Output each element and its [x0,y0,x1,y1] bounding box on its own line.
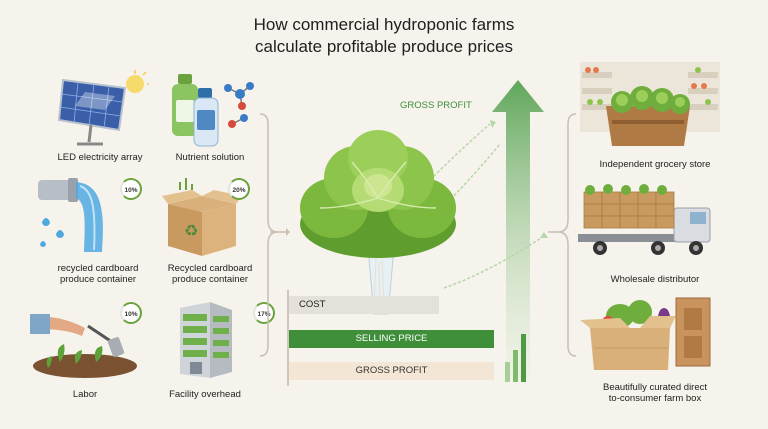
gross-profit-label: GROSS PROFIT [355,365,428,376]
input-label-cardboard-2: Recycled cardboard produce container [167,263,253,285]
output-label-grocery: Independent grocery store [599,159,711,170]
lettuce-icon [296,128,461,323]
gross-profit-bar: GROSS PROFIT [289,362,494,380]
output-bracket [548,110,578,360]
percent-badge: 10% [120,178,142,200]
water-pipe-icon [28,172,138,257]
gross-profit-arrow [478,78,558,378]
percent-badge: 17% [253,302,275,324]
farm-box-icon [580,292,720,374]
grocery-store-icon [580,62,720,154]
input-label-cardboard-1: recycled cardboard produce container [57,263,139,285]
svg-text:♻: ♻ [184,221,198,240]
delivery-truck-icon [578,184,726,264]
output-label-wholesale: Wholesale distributor [610,274,700,285]
selling-price-label: SELLING PRICE [355,333,428,344]
nutrient-bottles-icon [168,72,258,150]
page-title: How commercial hydroponic farms calculat… [253,15,515,56]
cardboard-box-icon: ♻ [162,178,242,260]
cost-label: COST [299,299,326,310]
selling-price-bar: SELLING PRICE [289,330,494,348]
labor-gardening-icon [30,298,140,380]
facility-building-icon [170,298,240,382]
trend-arrow-lower [440,232,550,292]
input-label-led: LED electricity array [57,152,143,163]
cost-bar: COST [289,296,439,314]
arrow-label: GROSS PROFIT [400,100,472,111]
percent-badge: 20% [228,178,250,200]
input-label-nutrient: Nutrient solution [175,152,245,163]
percent-badge: 10% [120,302,142,324]
input-label-labor: Labor [72,389,98,400]
input-bracket [258,110,290,360]
input-label-facility: Facility overhead [169,389,241,400]
mini-bar-chart-icon [505,326,531,382]
trend-arrows [420,120,510,230]
solar-panel-icon [55,70,150,150]
output-label-farm-box: Beautifully curated direct to-consumer f… [602,382,708,404]
bar-bracket [287,290,289,386]
